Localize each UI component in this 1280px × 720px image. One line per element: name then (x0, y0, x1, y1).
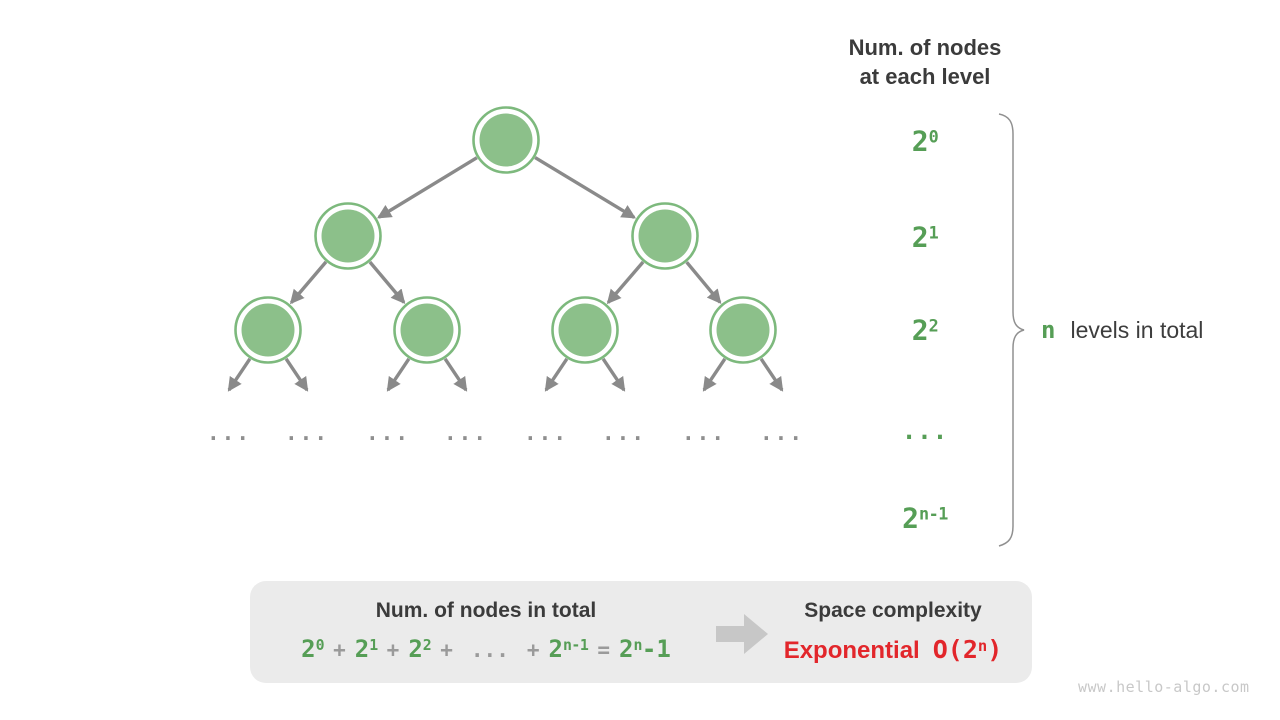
tree-node (631, 202, 699, 270)
complexity-expr-close: ) (987, 635, 1003, 664)
subtree-ellipsis: ... (366, 421, 410, 445)
tree-edge (702, 357, 727, 392)
level-count-label: 2n-1 (902, 502, 948, 535)
subtree-ellipsis: ... (524, 421, 568, 445)
tree-edge (606, 260, 645, 305)
tree-edge (376, 156, 478, 219)
formula-operator: + (440, 638, 453, 662)
brace-annotation-n: n (1041, 316, 1056, 344)
levels-column-header-line2: at each level (859, 64, 991, 89)
level-count-base: 2 (911, 313, 929, 347)
tree-edge (386, 357, 411, 392)
level-count-ellipsis: ... (902, 417, 948, 445)
formula-term: 22 (408, 635, 432, 663)
tree-edge (601, 357, 626, 392)
tree-edge (443, 357, 468, 392)
tree-node (551, 296, 619, 364)
space-complexity-value: Exponential O(2n) (784, 635, 1003, 665)
right-arrow-icon (716, 614, 768, 654)
tree-node (234, 296, 302, 364)
tree-edge (759, 357, 784, 392)
tree-node (314, 202, 382, 270)
curly-brace (998, 113, 1025, 547)
formula-term: 2n-1 (618, 635, 671, 663)
tree-edge (284, 357, 309, 392)
level-count-base: 2 (911, 124, 929, 158)
subtree-ellipsis: ... (444, 421, 488, 445)
formula-operator: ... (470, 638, 509, 662)
tree-node (709, 296, 777, 364)
formula-operator: + (526, 638, 540, 662)
tree-edge (685, 261, 722, 304)
level-count-sup: 0 (928, 126, 939, 147)
formula-operator: = (597, 638, 610, 662)
levels-column-header: Num. of nodes at each level (849, 33, 1002, 91)
total-nodes-formula: 20 +21 +22 +... +2n-1 = 2n-1 (301, 635, 671, 663)
level-count-label: 20 (911, 124, 939, 158)
subtree-ellipsis: ... (602, 421, 646, 445)
brace-annotation: n levels in total (1041, 316, 1203, 344)
tree-edge (227, 357, 252, 392)
site-watermark: www.hello-algo.com (1078, 678, 1250, 696)
subtree-ellipsis: ... (682, 421, 726, 445)
subtree-ellipsis: ... (207, 421, 251, 445)
tree-edge (368, 260, 406, 305)
formula-term: 2n-1 (548, 635, 589, 663)
tree-node (472, 106, 540, 174)
total-nodes-title: Num. of nodes in total (375, 599, 597, 622)
tree-nodes (234, 106, 777, 364)
complexity-word: Exponential (783, 637, 920, 664)
level-count-sup: 2 (928, 315, 939, 336)
tree-edge (544, 357, 569, 392)
tree-edge (289, 260, 328, 305)
level-count-base: ... (901, 417, 949, 445)
tree-node (393, 296, 461, 364)
formula-operator: + (386, 638, 400, 662)
subtree-ellipsis: ... (285, 421, 329, 445)
level-count-base: 2 (902, 501, 920, 535)
formula-term: 21 (354, 635, 378, 663)
level-count-base: 2 (911, 220, 929, 254)
complexity-expr-sup: n (977, 637, 988, 656)
brace-annotation-text: levels in total (1070, 317, 1204, 343)
formula-term: 20 (301, 635, 325, 663)
complexity-expression: O(2n) (933, 635, 1003, 664)
level-count-label: 22 (911, 313, 939, 347)
levels-column-header-line1: Num. of nodes (848, 35, 1002, 60)
summary-box (250, 581, 1032, 683)
tree-edges (227, 156, 784, 392)
level-count-label: 21 (911, 220, 939, 254)
complexity-expr-open: O(2 (932, 635, 978, 664)
level-count-sup: 1 (928, 222, 939, 243)
level-count-sup: n-1 (919, 503, 948, 524)
space-complexity-title: Space complexity (804, 599, 982, 622)
tree-edge (534, 156, 637, 219)
subtree-ellipsis: ... (760, 421, 804, 445)
formula-operator: + (333, 638, 346, 662)
